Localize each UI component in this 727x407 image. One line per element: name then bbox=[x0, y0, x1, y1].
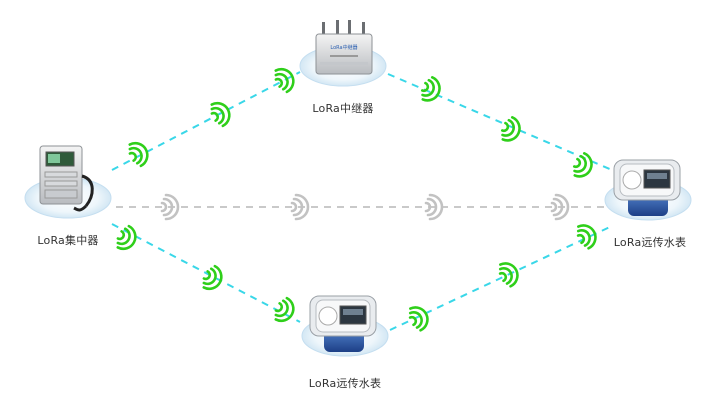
water-meter-icon bbox=[613, 159, 681, 216]
signal-wave-icon bbox=[274, 67, 295, 94]
signal-wave-icon bbox=[202, 264, 223, 291]
signal-wave-icon bbox=[128, 141, 149, 168]
signal-wave-icon bbox=[550, 193, 570, 221]
signal-wave-icon bbox=[274, 296, 295, 323]
signal-wave-icon bbox=[498, 262, 519, 288]
concentrator-device-icon bbox=[39, 145, 94, 212]
node-label-repeater: LoRa中继器 bbox=[312, 102, 374, 115]
signal-wave-icon bbox=[160, 193, 180, 221]
signal-wave-icon bbox=[116, 224, 137, 251]
signal-waves-layer bbox=[116, 67, 597, 332]
signal-wave-icon bbox=[290, 193, 310, 221]
signal-wave-icon bbox=[572, 152, 593, 178]
repeater-brand-text: LoRa中继器 bbox=[330, 44, 357, 51]
signal-wave-icon bbox=[420, 76, 441, 102]
link-repeater-meter_right bbox=[387, 73, 613, 171]
signal-wave-icon bbox=[500, 116, 521, 142]
node-label-meter-right: LoRa远传水表 bbox=[613, 236, 687, 249]
water-meter-icon bbox=[309, 295, 377, 352]
node-label-concentrator: LoRa集中器 bbox=[37, 234, 99, 247]
signal-wave-icon bbox=[576, 224, 597, 250]
signal-wave-icon bbox=[408, 306, 429, 332]
link-concentrator-meter_bottom bbox=[111, 223, 301, 323]
repeater-device-icon: LoRa中继器 bbox=[315, 20, 373, 75]
node-label-meter-bottom: LoRa远传水表 bbox=[308, 377, 382, 390]
signal-wave-icon bbox=[424, 193, 444, 221]
link-concentrator-repeater bbox=[111, 71, 301, 171]
link-meter_bottom-meter_right bbox=[389, 225, 613, 331]
